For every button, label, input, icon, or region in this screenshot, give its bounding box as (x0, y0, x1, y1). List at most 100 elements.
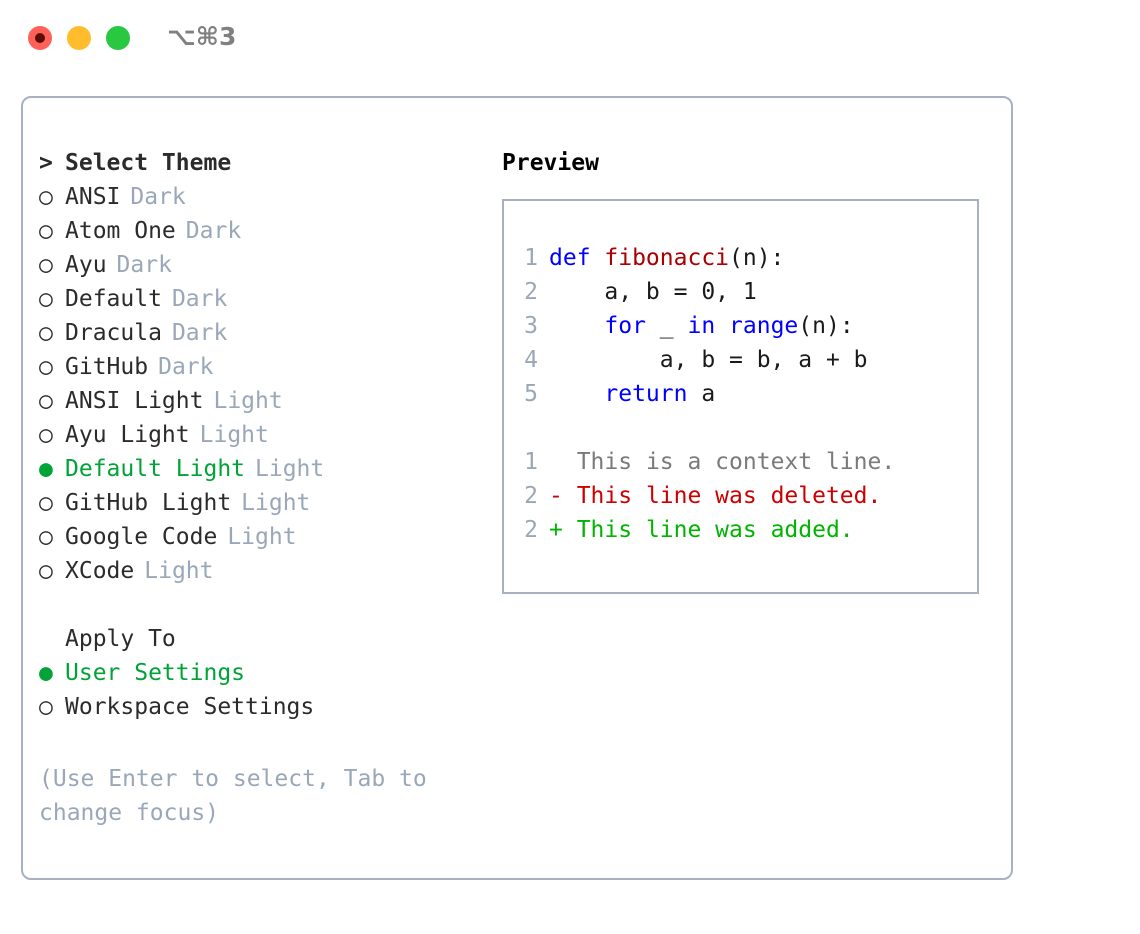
code-line: 3 for _ in range(n): (516, 309, 969, 343)
theme-list-item[interactable]: ○ Ayu Light Light (39, 418, 489, 452)
code-line: 2 a, b = 0, 1 (516, 275, 969, 309)
code-token: return (604, 381, 688, 407)
code-token (715, 313, 729, 339)
code-token: (n): (798, 313, 854, 339)
diff-sign: - (549, 483, 563, 509)
diff-line-number: 2 (524, 483, 538, 509)
theme-name-label: Ayu Light (65, 422, 190, 448)
theme-list-item[interactable]: ○ Dracula Dark (39, 316, 489, 350)
radio-unselected-icon: ○ (39, 490, 53, 516)
code-token (549, 313, 604, 339)
apply-to-item[interactable]: ● User Settings (39, 656, 489, 690)
diff-line-number: 1 (524, 449, 538, 475)
prompt-caret-icon: > (39, 150, 53, 176)
theme-name-label: GitHub (65, 354, 149, 380)
maximize-button-icon[interactable] (106, 26, 130, 50)
theme-list-item[interactable]: ○ ANSI Light Light (39, 384, 489, 418)
code-token (549, 381, 604, 407)
code-line-number: 4 (524, 347, 538, 373)
theme-list-item[interactable]: ● Default Light Light (39, 452, 489, 486)
code-line-number: 3 (524, 313, 538, 339)
theme-name-label: GitHub Light (65, 490, 232, 516)
theme-list-item[interactable]: ○ GitHub Light Light (39, 486, 489, 520)
radio-unselected-icon: ○ (39, 252, 53, 278)
theme-variant-tag: Light (199, 422, 269, 448)
theme-variant-tag: Light (227, 524, 297, 550)
radio-unselected-icon: ○ (39, 422, 53, 448)
apply-to-label-text: User Settings (65, 660, 246, 686)
theme-variant-tag: Light (213, 388, 283, 414)
theme-variant-tag: Light (241, 490, 311, 516)
diff-sign: + (549, 517, 563, 543)
window-title: ⌥⌘3 (167, 22, 237, 51)
radio-unselected-icon: ○ (39, 354, 53, 380)
theme-name-label: Atom One (65, 218, 176, 244)
code-token: for (604, 313, 646, 339)
theme-variant-tag: Dark (171, 320, 228, 346)
code-token: fibonacci (604, 245, 730, 271)
radio-unselected-icon: ○ (39, 320, 53, 346)
theme-name-label: Default (65, 286, 162, 312)
select-theme-header: > Select Theme (39, 146, 489, 180)
code-diff-spacer (516, 411, 969, 445)
diff-text: This line was deleted. (562, 483, 882, 509)
diff-sample: 1 This is a context line.2- This line wa… (516, 445, 969, 547)
theme-name-label: Ayu (65, 252, 107, 278)
recording-indicator-icon (35, 33, 45, 43)
diff-text: This is a context line. (562, 449, 896, 475)
window-titlebar: ⌥⌘3 (0, 0, 1140, 78)
code-token: a, b = b, a + b (549, 347, 868, 373)
theme-name-label: Default Light (65, 456, 246, 482)
theme-name-label: ANSI Light (65, 388, 204, 414)
radio-unselected-icon: ○ (39, 286, 53, 312)
code-line: 4 a, b = b, a + b (516, 343, 969, 377)
radio-unselected-icon: ○ (39, 558, 53, 584)
code-token: a (687, 381, 716, 407)
theme-variant-tag: Light (255, 456, 325, 482)
diff-line: 1 This is a context line. (516, 445, 969, 479)
theme-name-label: ANSI (65, 184, 121, 210)
code-line-number: 5 (524, 381, 538, 407)
theme-variant-tag: Light (144, 558, 214, 584)
code-token: in (687, 313, 716, 339)
theme-variant-tag: Dark (158, 354, 214, 380)
minimize-button-icon[interactable] (67, 26, 91, 50)
code-token: _ (645, 313, 688, 339)
theme-list-item[interactable]: ○ XCode Light (39, 554, 489, 588)
radio-unselected-icon: ○ (39, 184, 53, 210)
code-line-number: 2 (524, 279, 538, 305)
radio-selected-icon: ● (39, 456, 53, 482)
keyboard-hint-text: (Use Enter to select, Tab to change focu… (39, 766, 427, 826)
radio-selected-icon: ● (39, 660, 53, 686)
theme-name-label: XCode (65, 558, 135, 584)
code-token: a, b = 0, 1 (549, 279, 757, 305)
apply-to-header: Apply To (39, 622, 489, 656)
code-line-number: 1 (524, 245, 538, 271)
select-theme-label: Select Theme (65, 150, 232, 176)
theme-name-label: Google Code (65, 524, 218, 550)
diff-line-number: 2 (524, 517, 538, 543)
apply-to-label: Apply To (65, 626, 176, 652)
diff-sign (549, 449, 563, 475)
theme-list-item[interactable]: ○ ANSI Dark (39, 180, 489, 214)
theme-list-item[interactable]: ○ GitHub Dark (39, 350, 489, 384)
code-token: (n): (729, 245, 785, 271)
radio-unselected-icon: ○ (39, 388, 53, 414)
diff-text: This line was added. (562, 517, 854, 543)
apply-to-item[interactable]: ○Workspace Settings (39, 690, 489, 724)
diff-line: 2- This line was deleted. (516, 479, 969, 513)
theme-name-label: Dracula (65, 320, 162, 346)
theme-variant-tag: Dark (130, 184, 186, 210)
